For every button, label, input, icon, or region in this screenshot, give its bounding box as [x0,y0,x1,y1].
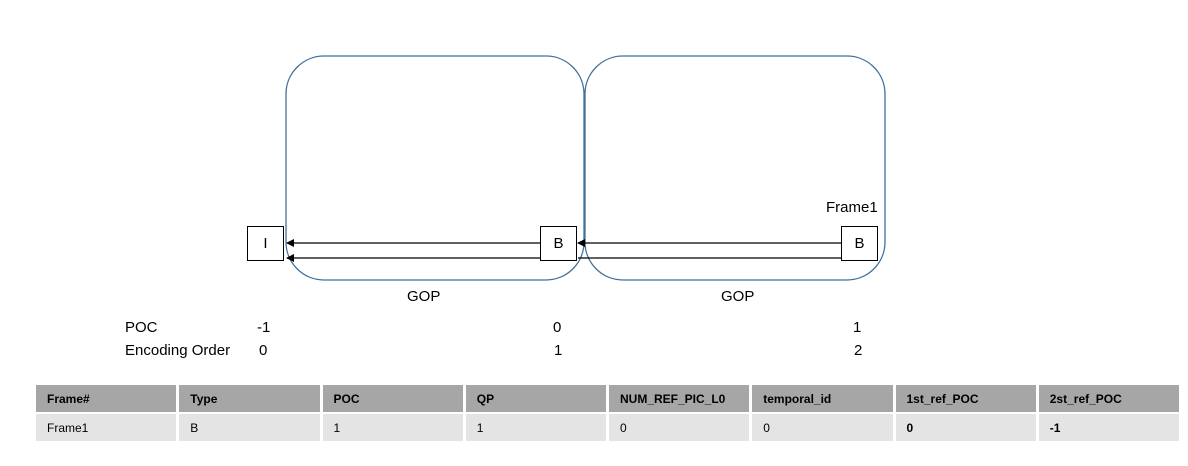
gop-label: GOP [407,288,441,305]
frame-type: I [263,235,268,252]
column-header: Frame# [36,385,180,414]
column-header: 2st_ref_POC [1038,385,1182,414]
table-cell: Frame1 [36,414,180,441]
gop-box-1 [285,55,585,281]
column-header: NUM_REF_PIC_L0 [609,385,753,414]
frame-info-table: Frame# Type POC QP NUM_REF_PIC_L0 tempor… [36,385,1182,441]
encoding-order-value: 0 [259,342,268,359]
table-cell: 0 [609,414,753,441]
encoding-order-row-label: Encoding Order [125,342,231,359]
table-cell: B [179,414,323,441]
poc-value: 1 [853,319,862,336]
table-header-row: Frame# Type POC QP NUM_REF_PIC_L0 tempor… [36,385,1182,414]
column-header: QP [465,385,609,414]
frame-label: Frame1 [826,199,878,216]
table-cell: 1 [465,414,609,441]
frame-type: B [553,235,564,252]
frame-box-b1: B [841,226,878,261]
encoding-order-value: 2 [854,342,863,359]
column-header: Type [179,385,323,414]
table-cell: 0 [752,414,896,441]
table-cell: 1 [322,414,466,441]
frame-box-b0: B [540,226,577,261]
gop-label: GOP [721,288,755,305]
column-header: 1st_ref_POC [895,385,1039,414]
poc-value: -1 [257,319,271,336]
encoding-order-value: 1 [554,342,563,359]
column-header: POC [322,385,466,414]
table-cell: -1 [1038,414,1182,441]
poc-value: 0 [553,319,562,336]
table-cell: 0 [895,414,1039,441]
gop-diagram [285,55,886,281]
frame-type: B [854,235,865,252]
column-header: temporal_id [752,385,896,414]
table-row: Frame1 B 1 1 0 0 0 -1 [36,414,1182,441]
frame-box-i: I [247,226,284,261]
gop-box-2 [584,55,886,281]
poc-row-label: POC [125,319,158,336]
